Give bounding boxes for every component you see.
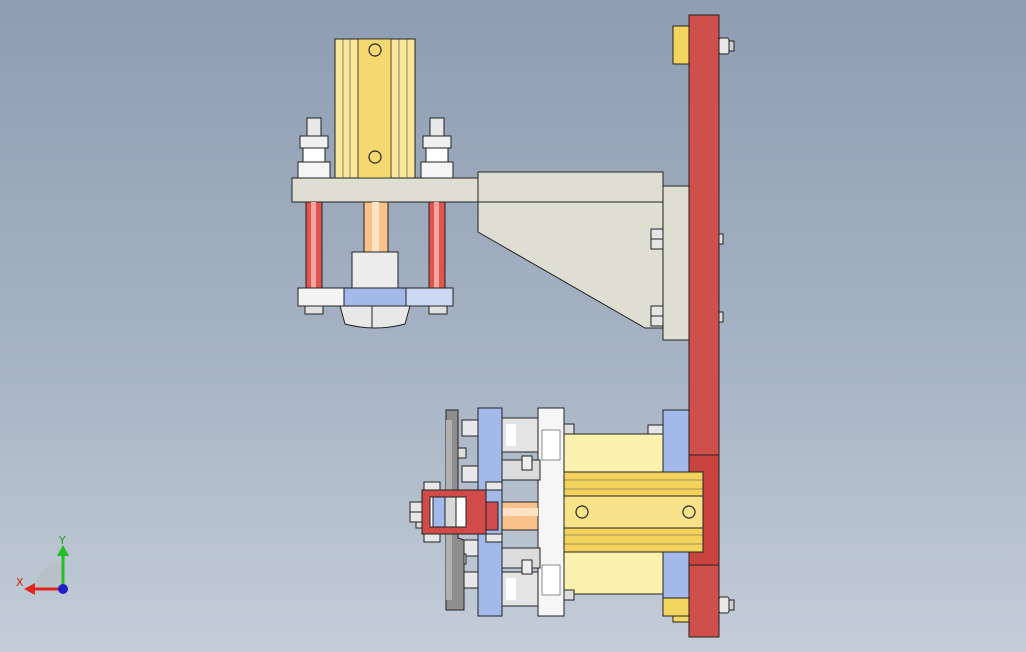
upper-press-plate — [297, 287, 454, 329]
port-bottom — [368, 150, 382, 164]
upper-cylinder — [334, 38, 416, 179]
upper-bracket — [291, 171, 690, 341]
upper-stud-right — [420, 117, 454, 179]
bracket-bolt-lower — [650, 305, 664, 327]
coordinate-triad: Y X — [16, 534, 69, 595]
plate-bolt-bottom — [718, 596, 735, 614]
lower-port-left — [575, 505, 589, 519]
clevis — [421, 481, 503, 543]
guide-pin-right — [428, 201, 446, 289]
spacer-bottom — [501, 571, 539, 607]
port-top — [368, 43, 382, 57]
upper-stud-left — [297, 117, 331, 179]
cylinder-end-plate — [537, 407, 565, 617]
clevis-bolt — [409, 501, 423, 529]
plate-bolt-top — [718, 37, 735, 55]
z-axis-dot — [58, 584, 68, 594]
guide-pin-left — [305, 201, 323, 289]
y-axis-label: Y — [58, 534, 66, 547]
upper-piston-rod — [351, 201, 399, 289]
spacer-top — [501, 417, 539, 453]
guide-plate-nuts — [455, 419, 479, 589]
x-axis-label: X — [16, 576, 24, 589]
lower-port-right — [682, 505, 696, 519]
bracket-bolt-upper — [650, 228, 664, 250]
